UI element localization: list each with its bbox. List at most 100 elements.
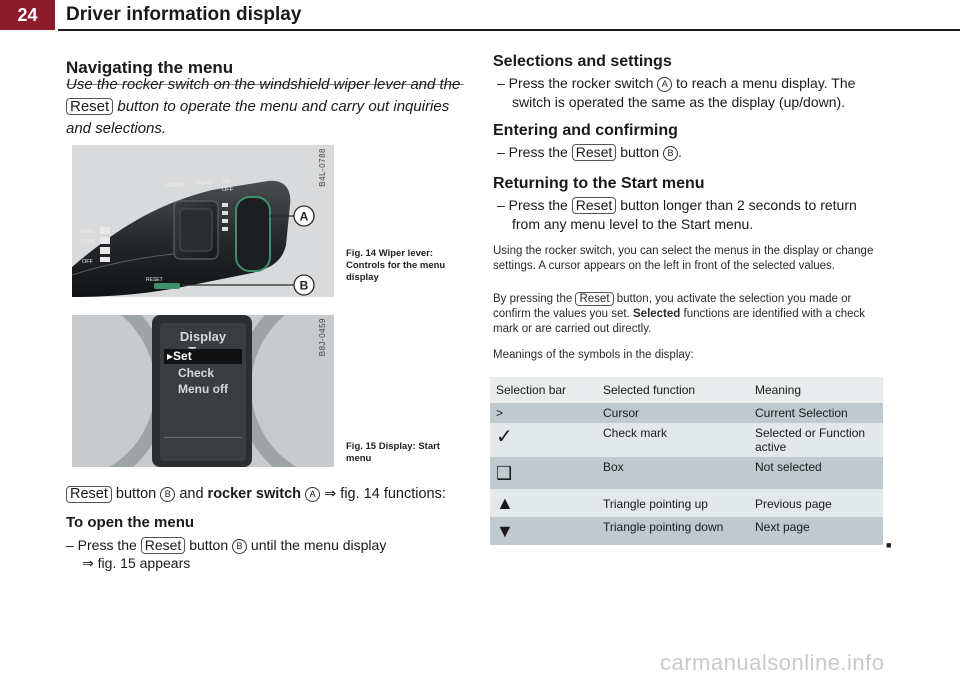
figure-caption: Fig. 14 Wiper lever: Controls for the me… [346, 248, 446, 283]
svg-text:OFF: OFF [82, 259, 94, 265]
table-cell: Current Selection [749, 403, 883, 423]
figure-id: B8J-0459 [318, 318, 327, 357]
callout-b-ref: B [160, 487, 176, 502]
text: button [620, 144, 660, 160]
text: and [179, 486, 204, 502]
subheading-returning: Returning to the Start menu [493, 175, 705, 192]
lever-label-front: FRONT [166, 183, 186, 189]
text: to reach a menu display. The [676, 75, 856, 91]
reset-key: Reset [575, 292, 614, 306]
table-cell: Check mark [597, 423, 749, 457]
text: button longer than 2 seconds to return [620, 197, 857, 213]
intro-part: Use the rocker switch on the windshield … [66, 76, 461, 93]
table-row: ✓ Check mark Selected or Function active [490, 423, 883, 457]
wiper-lever-illustration: HIGH LOW OFF FRONT REAR ON OFF RESET A B [72, 179, 315, 297]
end-mark: ■ [886, 540, 892, 550]
figure-caption: Fig. 15 Display: Start menu [346, 441, 440, 464]
reset-key: Reset [66, 486, 112, 503]
lever-label-reset: RESET [146, 277, 163, 283]
open-menu-step: – Press the Reset button B until the men… [66, 535, 476, 555]
table-header: Selected function [597, 377, 749, 403]
text: – Press the [497, 144, 568, 160]
paragraph-reset: By pressing the Reset button, you activa… [493, 292, 885, 337]
callout-b [293, 274, 315, 296]
callout-b-ref: B [232, 539, 248, 554]
triangle-up-icon: ▲ [490, 489, 597, 517]
intro-part: button to operate the menu and carry out… [66, 98, 450, 137]
callout-a-ref: A [305, 487, 321, 502]
display-selection-bar [164, 349, 242, 364]
table-header: Meaning [749, 377, 883, 403]
display-divider [164, 437, 242, 438]
reset-key: Reset [571, 197, 617, 214]
lever-label-off: OFF [222, 187, 234, 193]
lever-label-high: HIGH [80, 229, 94, 235]
returning-step-cont: from any menu level to the Start menu. [512, 216, 754, 232]
paragraph-rocker: Using the rocker switch, you can select … [493, 245, 874, 272]
reset-key: Reset [140, 537, 186, 554]
callout-a-label: A [300, 210, 309, 224]
entering-step: – Press the Reset button B. [497, 142, 897, 162]
page-number: 24 [0, 0, 55, 30]
callout-b-ref: B [663, 146, 679, 161]
callout-a-ref: A [657, 77, 673, 92]
subheading-selections: Selections and settings [493, 53, 672, 70]
box-icon: ❑ [490, 457, 597, 489]
display-item-menu-off: Menu off [178, 382, 228, 396]
table-cell: Triangle pointing up [597, 489, 749, 517]
figure-id: B4L-0788 [318, 148, 327, 187]
table-row: ▼ Triangle pointing down Next page [490, 517, 883, 545]
returning-step: – Press the Reset button longer than 2 s… [497, 195, 897, 215]
text: functions are identified with a check ma… [493, 308, 866, 335]
table-cell: Box [597, 457, 749, 489]
table-cell: Previous page [749, 489, 883, 517]
table-cell: Not selected [749, 457, 883, 489]
text: – Press the rocker switch [497, 75, 654, 91]
text: button, you activate the selection you m… [493, 293, 852, 320]
paragraph-symbols: Meanings of the symbols in the display: [493, 349, 694, 361]
table-cell: Triangle pointing down [597, 517, 749, 545]
table-row: ❑ Box Not selected [490, 457, 883, 489]
lever-label-low: LOW [82, 239, 95, 245]
figure-wiper-lever: HIGH LOW OFF FRONT REAR ON OFF RESET A B [72, 145, 334, 297]
table-cell: Selected or Function active [749, 423, 883, 457]
subheading-open-menu: To open the menu [66, 514, 195, 531]
reset-key: Reset [66, 98, 114, 115]
table-header-row: Selection bar Selected function Meaning [490, 377, 883, 403]
symbol-cursor: > [490, 403, 597, 423]
lever-label-on: ON [222, 179, 230, 185]
text: button [115, 486, 157, 502]
table-cell: Cursor [597, 403, 749, 423]
functions-line: Reset button B and rocker switch A ⇒ fig… [66, 484, 476, 504]
bold-term: Selected [633, 308, 681, 320]
text: By pressing the [493, 293, 573, 305]
intro-paragraph: Use the rocker switch on the windshield … [66, 74, 466, 140]
lever-label-rear: REAR [196, 181, 211, 187]
callout-b-label: B [300, 279, 309, 293]
text: until the menu display [250, 537, 387, 553]
reset-key: Reset [571, 144, 617, 161]
table-row: ▲ Triangle pointing up Previous page [490, 489, 883, 517]
figure-ref: ⇒ fig. 14 functions: [324, 486, 446, 502]
symbols-table: Selection bar Selected function Meaning … [490, 377, 883, 545]
figure-display: Display Type ▸Set Check Menu off [72, 315, 334, 467]
chapter-title: Driver information display [66, 4, 302, 25]
selections-step-cont: switch is operated the same as the displ… [512, 94, 846, 110]
checkmark-icon: ✓ [490, 423, 597, 457]
text: button [189, 537, 229, 553]
callout-a [293, 205, 315, 227]
heading-rule [66, 84, 464, 85]
selections-step: – Press the rocker switch A to reach a m… [497, 73, 897, 93]
table-cell: Next page [749, 517, 883, 545]
table-row: > Cursor Current Selection [490, 403, 883, 423]
watermark: carmanualsonline.info [660, 650, 885, 675]
triangle-down-icon: ▼ [490, 517, 597, 545]
text: – Press the [66, 537, 137, 553]
header-rule [58, 29, 960, 31]
display-item-check: Check [178, 366, 215, 380]
subheading-entering: Entering and confirming [493, 122, 678, 139]
text: . [678, 144, 682, 160]
display-item-set: ▸Set [167, 349, 192, 363]
section-heading: Navigating the menu [66, 58, 234, 77]
display-item-label: Set [173, 349, 192, 363]
